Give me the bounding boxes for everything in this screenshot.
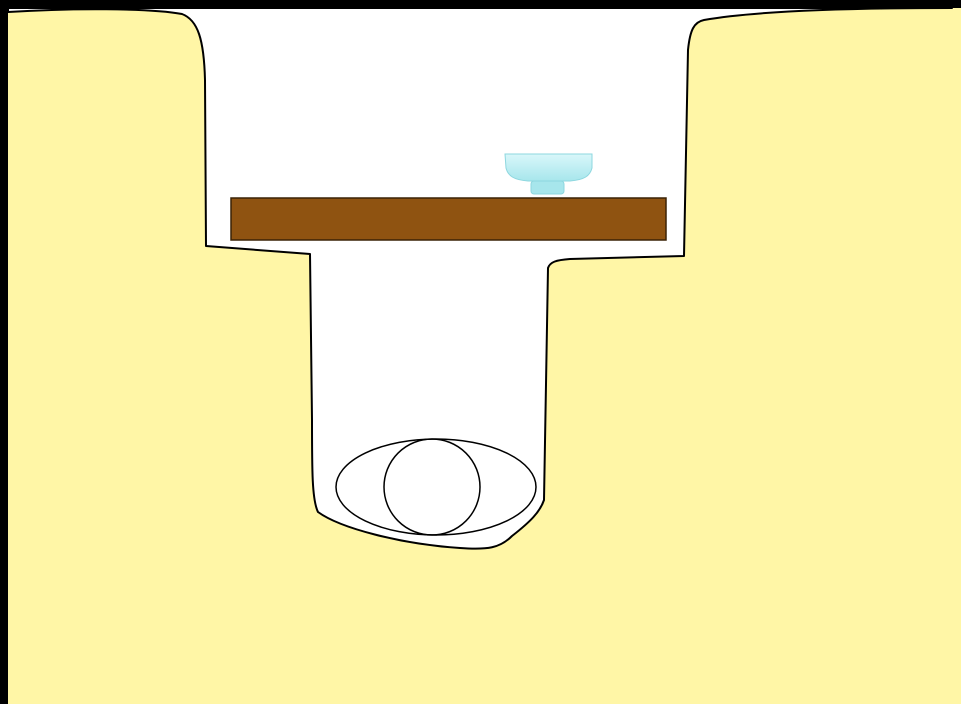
cup-base	[531, 181, 564, 194]
wooden-plank	[231, 198, 666, 240]
cup-top	[505, 154, 592, 181]
